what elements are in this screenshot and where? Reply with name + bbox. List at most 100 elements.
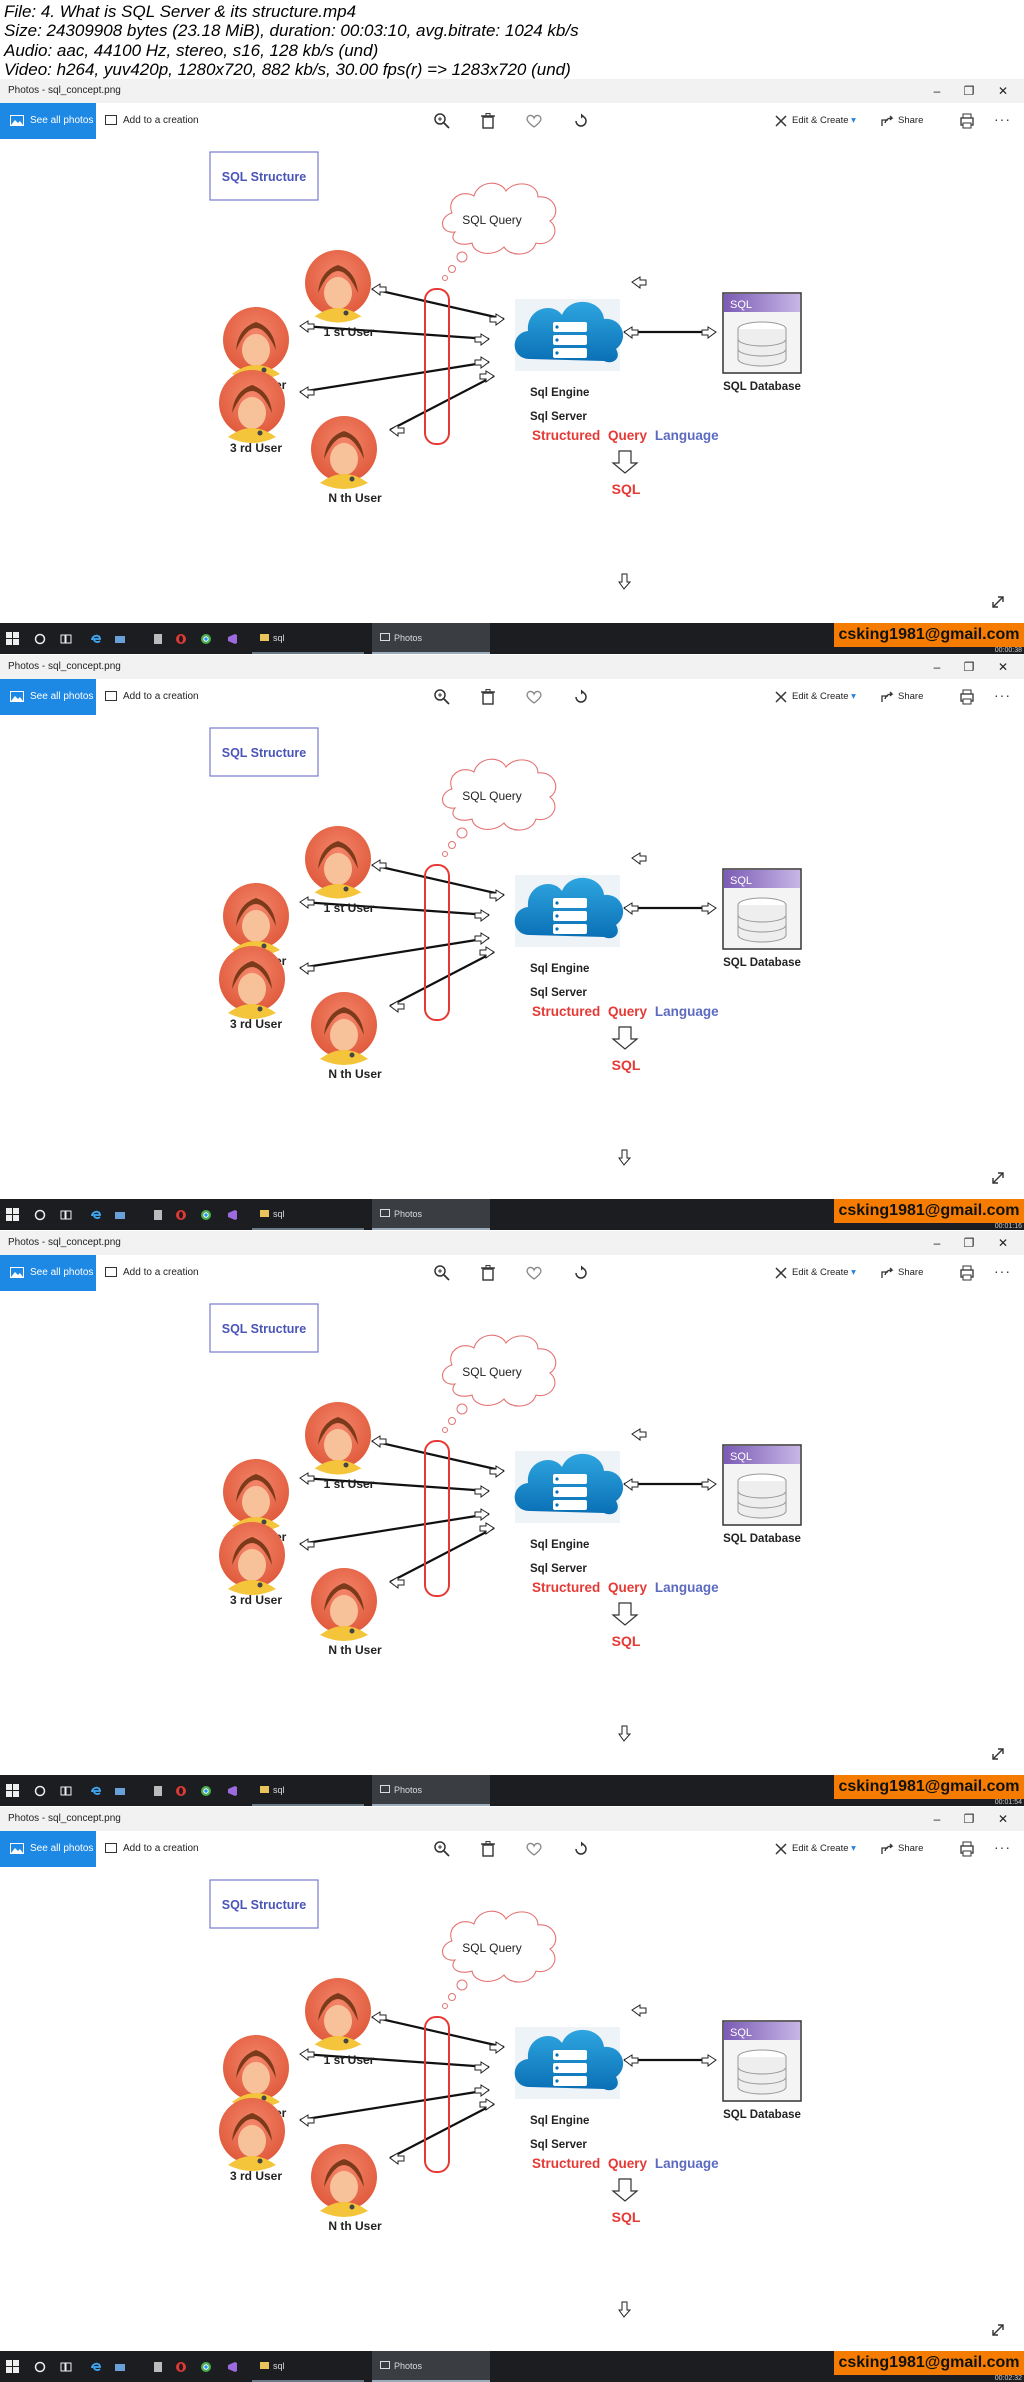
taskbar-photos-app[interactable]: Photos [372,2351,490,2382]
taskbar-photos-app[interactable]: Photos [372,1199,490,1230]
windows-start-icon[interactable] [6,632,19,645]
calculator-icon[interactable] [152,1209,164,1221]
taskbar-sql-folder[interactable]: sql [252,623,364,654]
more-options-button[interactable]: ··· [994,1263,1011,1279]
chrome-icon[interactable] [200,633,212,645]
more-options-button[interactable]: ··· [994,111,1011,127]
chrome-icon[interactable] [200,1209,212,1221]
zoom-icon[interactable] [433,1840,451,1858]
share-icon[interactable] [880,690,894,704]
cortana-icon[interactable] [34,2361,46,2373]
share-icon[interactable] [880,1266,894,1280]
edit-create-button[interactable]: Edit & Create ▾ [792,1267,856,1278]
rotate-icon[interactable] [572,112,590,130]
see-all-photos-button[interactable]: See all photos [0,1831,96,1867]
edit-create-icon[interactable] [774,690,788,704]
taskbar-photos-app[interactable]: Photos [372,1775,490,1806]
edit-create-icon[interactable] [774,1842,788,1856]
cortana-icon[interactable] [34,1785,46,1797]
taskbar-photos-app[interactable]: Photos [372,623,490,654]
file-explorer-icon[interactable] [114,1209,126,1221]
chrome-icon[interactable] [200,2361,212,2373]
add-to-creation-button[interactable]: Add to a creation [105,1843,199,1854]
visual-studio-icon[interactable] [226,1209,238,1221]
delete-icon[interactable] [479,1840,497,1858]
maximize-button[interactable]: ❐ [963,660,975,674]
share-icon[interactable] [880,114,894,128]
minimize-button[interactable]: – [933,1236,941,1250]
edge-browser-icon[interactable] [90,1209,102,1221]
fullscreen-icon[interactable] [990,594,1006,610]
taskbar-sql-folder[interactable]: sql [252,1199,364,1230]
add-to-creation-button[interactable]: Add to a creation [105,115,199,126]
edit-create-button[interactable]: Edit & Create ▾ [792,115,856,126]
see-all-photos-button[interactable]: See all photos [0,679,96,715]
share-button[interactable]: Share [898,1267,924,1278]
edge-browser-icon[interactable] [90,633,102,645]
calculator-icon[interactable] [152,1785,164,1797]
opera-icon[interactable] [175,1209,187,1221]
delete-icon[interactable] [479,1264,497,1282]
minimize-button[interactable]: – [933,84,941,98]
heart-icon[interactable] [525,688,543,706]
cortana-icon[interactable] [34,633,46,645]
close-button[interactable]: ✕ [997,1812,1009,1826]
edit-create-button[interactable]: Edit & Create ▾ [792,1843,856,1854]
more-options-button[interactable]: ··· [994,687,1011,703]
calculator-icon[interactable] [152,633,164,645]
rotate-icon[interactable] [572,1264,590,1282]
task-view-icon[interactable] [60,2361,72,2373]
minimize-button[interactable]: – [933,1812,941,1826]
zoom-icon[interactable] [433,688,451,706]
share-icon[interactable] [880,1842,894,1856]
add-to-creation-button[interactable]: Add to a creation [105,1267,199,1278]
delete-icon[interactable] [479,112,497,130]
share-button[interactable]: Share [898,691,924,702]
add-to-creation-button[interactable]: Add to a creation [105,691,199,702]
share-button[interactable]: Share [898,115,924,126]
heart-icon[interactable] [525,112,543,130]
close-button[interactable]: ✕ [997,1236,1009,1250]
fullscreen-icon[interactable] [990,2322,1006,2338]
edit-create-icon[interactable] [774,1266,788,1280]
chrome-icon[interactable] [200,1785,212,1797]
windows-start-icon[interactable] [6,2360,19,2373]
visual-studio-icon[interactable] [226,1785,238,1797]
task-view-icon[interactable] [60,1209,72,1221]
close-button[interactable]: ✕ [997,660,1009,674]
visual-studio-icon[interactable] [226,2361,238,2373]
edge-browser-icon[interactable] [90,2361,102,2373]
maximize-button[interactable]: ❐ [963,84,975,98]
task-view-icon[interactable] [60,1785,72,1797]
print-icon[interactable] [958,688,976,706]
print-icon[interactable] [958,112,976,130]
close-button[interactable]: ✕ [997,84,1009,98]
windows-start-icon[interactable] [6,1208,19,1221]
minimize-button[interactable]: – [933,660,941,674]
see-all-photos-button[interactable]: See all photos [0,103,96,139]
file-explorer-icon[interactable] [114,2361,126,2373]
share-button[interactable]: Share [898,1843,924,1854]
taskbar-sql-folder[interactable]: sql [252,1775,364,1806]
opera-icon[interactable] [175,633,187,645]
edit-create-icon[interactable] [774,114,788,128]
heart-icon[interactable] [525,1264,543,1282]
heart-icon[interactable] [525,1840,543,1858]
zoom-icon[interactable] [433,112,451,130]
edit-create-button[interactable]: Edit & Create ▾ [792,691,856,702]
zoom-icon[interactable] [433,1264,451,1282]
opera-icon[interactable] [175,1785,187,1797]
opera-icon[interactable] [175,2361,187,2373]
taskbar-sql-folder[interactable]: sql [252,2351,364,2382]
file-explorer-icon[interactable] [114,633,126,645]
cortana-icon[interactable] [34,1209,46,1221]
rotate-icon[interactable] [572,1840,590,1858]
file-explorer-icon[interactable] [114,1785,126,1797]
see-all-photos-button[interactable]: See all photos [0,1255,96,1291]
edge-browser-icon[interactable] [90,1785,102,1797]
fullscreen-icon[interactable] [990,1170,1006,1186]
maximize-button[interactable]: ❐ [963,1812,975,1826]
visual-studio-icon[interactable] [226,633,238,645]
delete-icon[interactable] [479,688,497,706]
task-view-icon[interactable] [60,633,72,645]
